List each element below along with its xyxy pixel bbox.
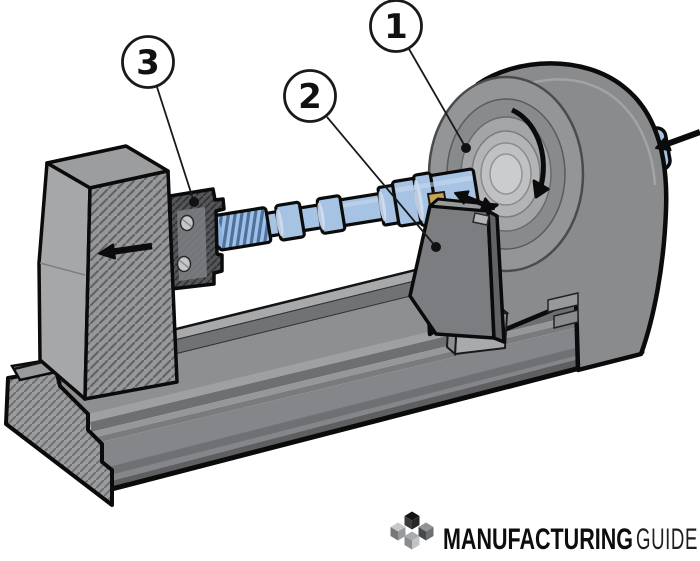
bed-left-end-section (4, 368, 114, 507)
callout-3-number: 3 (136, 43, 160, 83)
callout-2-circle (283, 69, 337, 123)
callout-1-number: 1 (384, 7, 408, 47)
headstock-base-step-2 (553, 309, 579, 329)
callout-3: 3 (121, 35, 199, 207)
callout-2-dot (431, 242, 441, 252)
traverse-arrow-icon (454, 190, 495, 212)
brand-logo: MANUFACTURING GUIDE (390, 511, 698, 556)
bed-bottom-outline (97, 349, 645, 495)
tool-post-right-face (486, 209, 506, 344)
block-left-face (37, 161, 92, 401)
die-plate (168, 187, 226, 291)
logo-word-bold: MANUFACTURING (443, 523, 633, 556)
callouts: 1 2 3 (121, 0, 471, 252)
threaded-section (213, 206, 273, 252)
tool-post-notch (472, 212, 490, 226)
tool-post-top-face (428, 197, 499, 213)
callout-1: 1 (369, 0, 471, 153)
axial-arrow-icon (655, 129, 700, 152)
logo-word-light: GUIDE (636, 523, 698, 556)
callout-2-number: 2 (298, 77, 322, 117)
headstock-base-step-1 (547, 292, 579, 313)
callout-3-circle (121, 35, 175, 89)
rotation-arrow-icon (510, 107, 550, 199)
callout-1-circle (369, 0, 423, 53)
callout-3-dot (189, 197, 199, 207)
tool-post (408, 190, 506, 344)
bed-front-groove (97, 330, 646, 478)
callout-1-dot (461, 143, 471, 153)
tailstock-block (37, 144, 179, 401)
block-front-face-hatched (83, 169, 179, 401)
tailstock-arrow-icon (98, 242, 153, 260)
callout-2: 2 (283, 69, 441, 252)
cubes-logo-icon (390, 511, 434, 550)
